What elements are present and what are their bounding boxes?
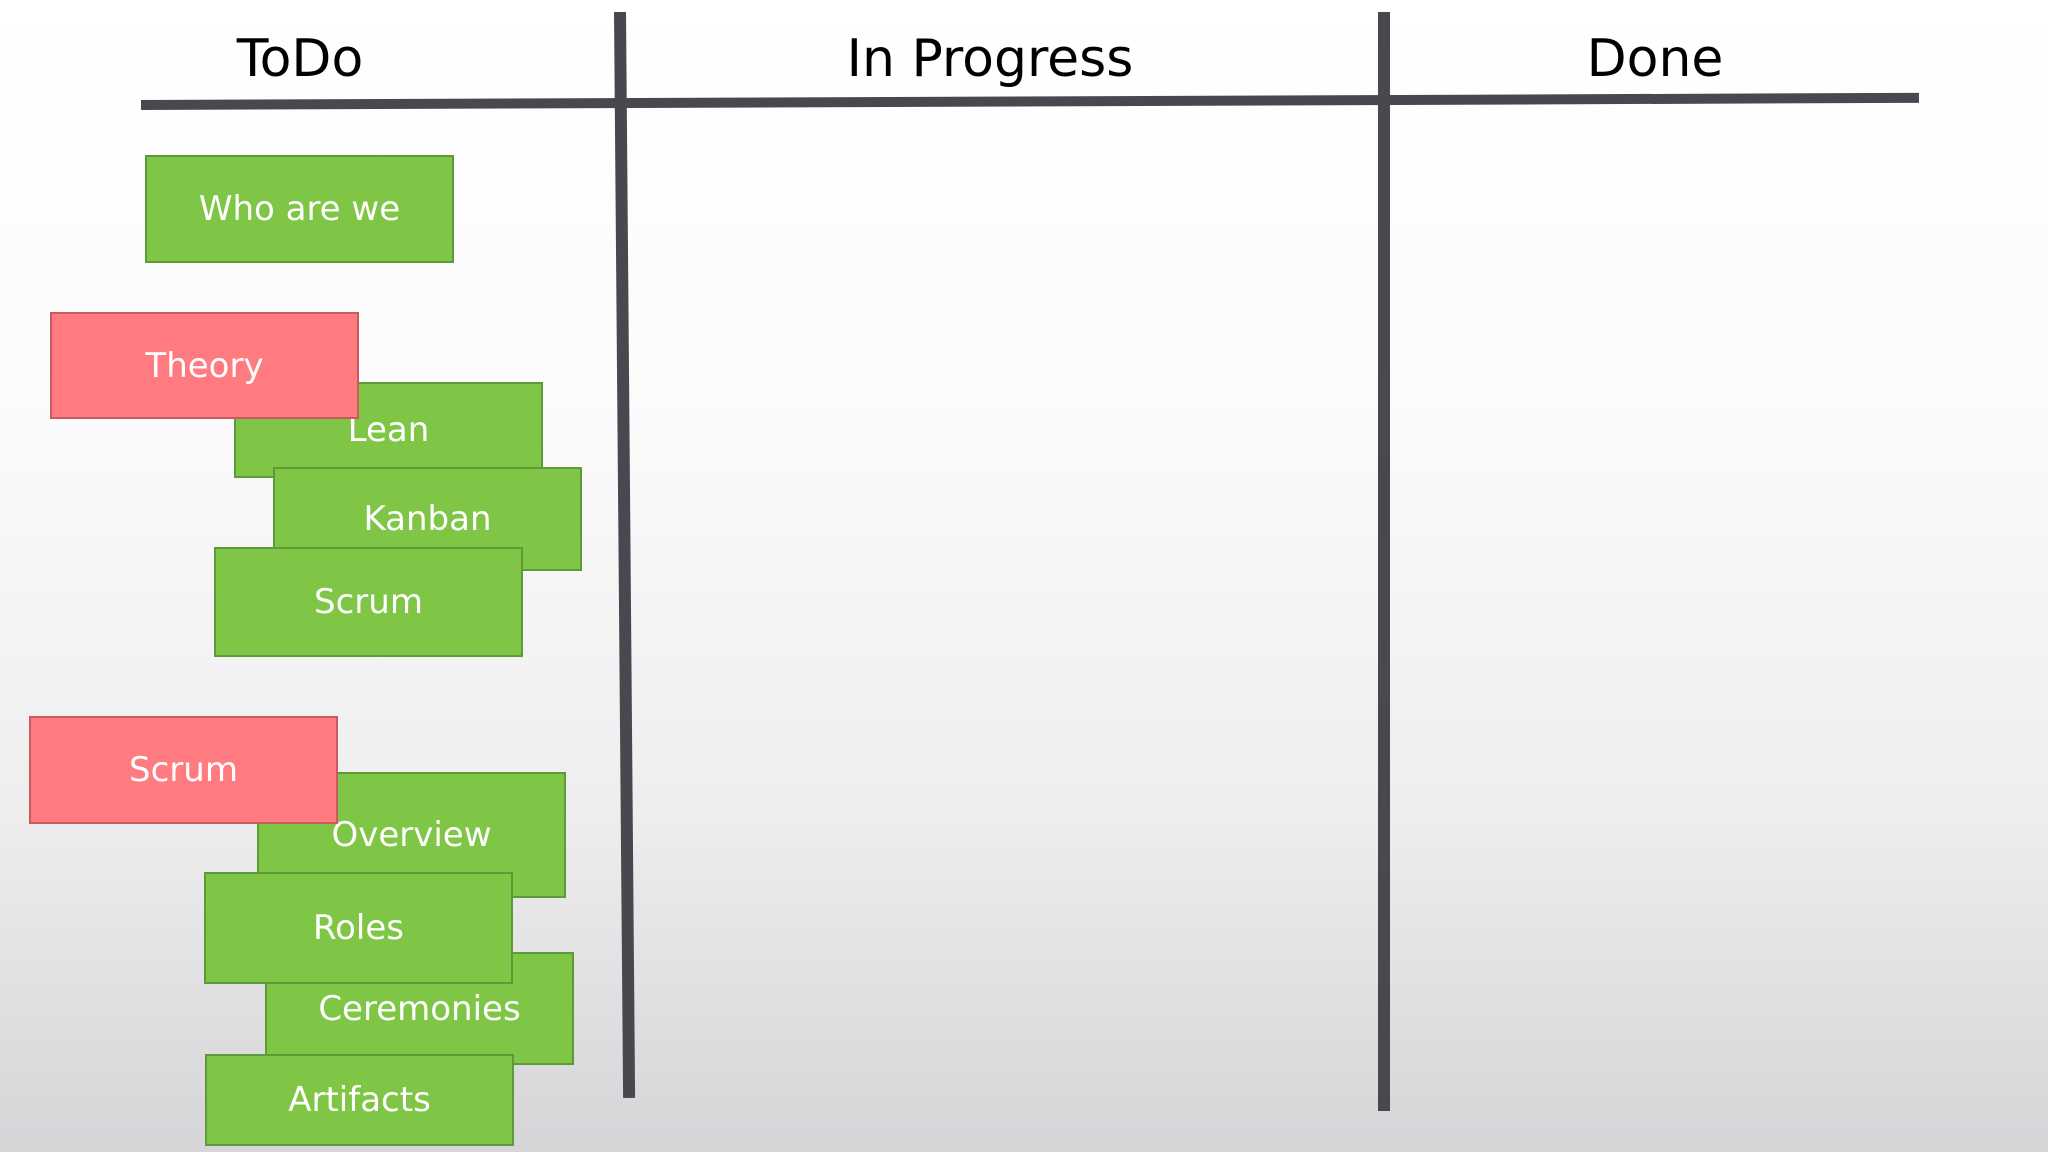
card-artifacts[interactable]: Artifacts [205,1054,514,1146]
card-who-are-we[interactable]: Who are we [145,155,454,263]
column-divider-right [1378,12,1390,1111]
card-scrum-theory[interactable]: Scrum [214,547,523,657]
card-roles[interactable]: Roles [204,872,513,984]
column-header-done: Done [1586,29,1724,89]
section-card-scrum[interactable]: Scrum [29,716,338,824]
section-card-theory[interactable]: Theory [50,312,359,419]
column-divider-left [614,11,636,1099]
column-header-todo: ToDo [236,29,364,89]
column-header-in-progress: In Progress [846,29,1134,89]
